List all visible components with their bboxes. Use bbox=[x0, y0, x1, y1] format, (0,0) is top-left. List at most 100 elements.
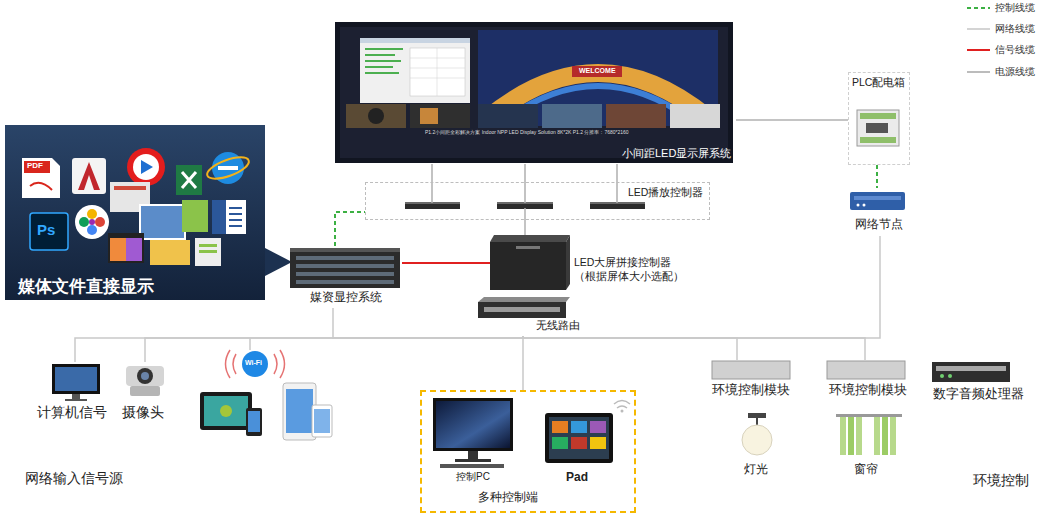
mobile-devices bbox=[283, 383, 316, 440]
pad-icon bbox=[549, 417, 609, 459]
media-panel-art bbox=[199, 250, 217, 253]
camera-icon bbox=[126, 366, 164, 396]
media-panel-art bbox=[176, 165, 202, 195]
camera-icon bbox=[137, 368, 153, 384]
playback-controller bbox=[497, 202, 553, 209]
router bbox=[478, 302, 566, 318]
group-label: 网络输入信号源 bbox=[25, 470, 123, 487]
media-panel-art bbox=[212, 200, 226, 234]
legend-text: 电源线缆 bbox=[995, 66, 1035, 78]
media-panel-art bbox=[133, 154, 159, 180]
device-node: 无线路由 bbox=[478, 296, 588, 336]
led-screen bbox=[368, 108, 384, 124]
mobile-devices bbox=[312, 405, 332, 437]
media-panel-art bbox=[141, 160, 153, 174]
mobile-devices bbox=[226, 350, 237, 378]
led-screen bbox=[437, 48, 438, 96]
monitor-icon bbox=[65, 399, 87, 401]
node-label: 数字音频处理器 bbox=[933, 386, 1024, 402]
screen-text: WELCOME bbox=[579, 67, 616, 75]
curtain-icon bbox=[882, 417, 888, 455]
router bbox=[478, 297, 570, 302]
router bbox=[478, 297, 570, 318]
media-panel-art bbox=[87, 209, 97, 219]
media-panel-art bbox=[229, 225, 242, 227]
playback-controller bbox=[405, 202, 460, 209]
lamp-icon bbox=[742, 425, 772, 455]
media-panel-art bbox=[87, 225, 97, 235]
led-screen bbox=[365, 72, 399, 74]
splice-controller bbox=[490, 235, 570, 242]
node-label: 摄像头 bbox=[122, 404, 164, 421]
node-label: 计算机信号 bbox=[37, 404, 107, 421]
network-wire bbox=[249, 338, 251, 350]
monitor-icon bbox=[72, 394, 80, 399]
node-label: 窗帘 bbox=[854, 462, 878, 476]
node-label: 小间距LED显示屏系统 bbox=[622, 147, 731, 160]
media-panel-art bbox=[110, 238, 142, 261]
splice-controller bbox=[490, 235, 570, 290]
led-screen bbox=[542, 104, 602, 128]
rack-device bbox=[290, 248, 400, 288]
device-node: 灯光 bbox=[733, 412, 783, 480]
pc-icon bbox=[468, 451, 478, 460]
media-panel-art bbox=[265, 248, 292, 276]
audio-processor bbox=[948, 374, 952, 378]
node-label: 控制PC bbox=[456, 471, 490, 483]
curtain-icon bbox=[836, 414, 902, 455]
led-screen bbox=[420, 108, 438, 124]
pad-icon bbox=[614, 401, 630, 409]
media-panel-art bbox=[72, 158, 106, 194]
playback-controller bbox=[590, 202, 645, 209]
media-panel-art bbox=[22, 158, 60, 198]
media-panel-art bbox=[79, 217, 89, 227]
device-node: LED大屏拼接控制器（根据屏体大小选配） bbox=[490, 235, 688, 290]
pad-icon bbox=[621, 410, 624, 413]
legend-sample bbox=[967, 7, 990, 9]
camera-icon bbox=[141, 372, 149, 380]
led-screen bbox=[606, 104, 666, 128]
lamp-icon bbox=[742, 413, 772, 455]
media-panel-art bbox=[140, 205, 185, 239]
plc-box: PLC配电箱 bbox=[848, 72, 910, 165]
curtain-icon bbox=[856, 417, 862, 455]
audio-processor bbox=[932, 362, 1010, 382]
media-panel-art bbox=[5, 125, 265, 300]
connector bbox=[736, 119, 848, 121]
node-label: 环境控制模块 bbox=[712, 382, 790, 398]
monitor-icon bbox=[52, 364, 100, 401]
camera-icon bbox=[126, 366, 164, 386]
media-panel-art bbox=[205, 153, 252, 183]
mobile-devices bbox=[220, 405, 232, 417]
audio-processor bbox=[940, 374, 944, 378]
network-node-device bbox=[854, 196, 901, 200]
rack-device bbox=[296, 264, 394, 268]
pad-icon bbox=[571, 437, 587, 449]
splice-controller bbox=[490, 242, 566, 290]
media-panel-art bbox=[212, 200, 246, 234]
node-label: 网络节点 bbox=[855, 218, 903, 232]
rack-device bbox=[296, 256, 394, 260]
mobile-devices bbox=[314, 409, 330, 433]
led-screen bbox=[365, 48, 403, 50]
legend-text: 控制线缆 bbox=[995, 2, 1035, 14]
monitor-icon bbox=[55, 367, 97, 391]
connector bbox=[402, 262, 490, 264]
media-panel-art bbox=[218, 166, 238, 170]
media-panel-art bbox=[150, 240, 190, 265]
group-label: 环境控制 bbox=[973, 472, 1029, 489]
mobile-devices bbox=[274, 350, 285, 378]
media-panel-art bbox=[229, 219, 242, 221]
media-panel-art bbox=[78, 162, 100, 190]
media-panel-art bbox=[229, 207, 242, 209]
module-node: 环境控制模块 bbox=[825, 360, 913, 401]
led-screen bbox=[360, 38, 470, 103]
audio-processor bbox=[932, 362, 1010, 382]
connector bbox=[333, 308, 523, 338]
pc-icon bbox=[433, 398, 513, 451]
led-screen bbox=[335, 22, 733, 163]
pad-icon bbox=[552, 437, 568, 449]
legend-sample bbox=[967, 8, 990, 72]
plc-device bbox=[860, 113, 896, 119]
media-panel-art bbox=[30, 183, 52, 190]
